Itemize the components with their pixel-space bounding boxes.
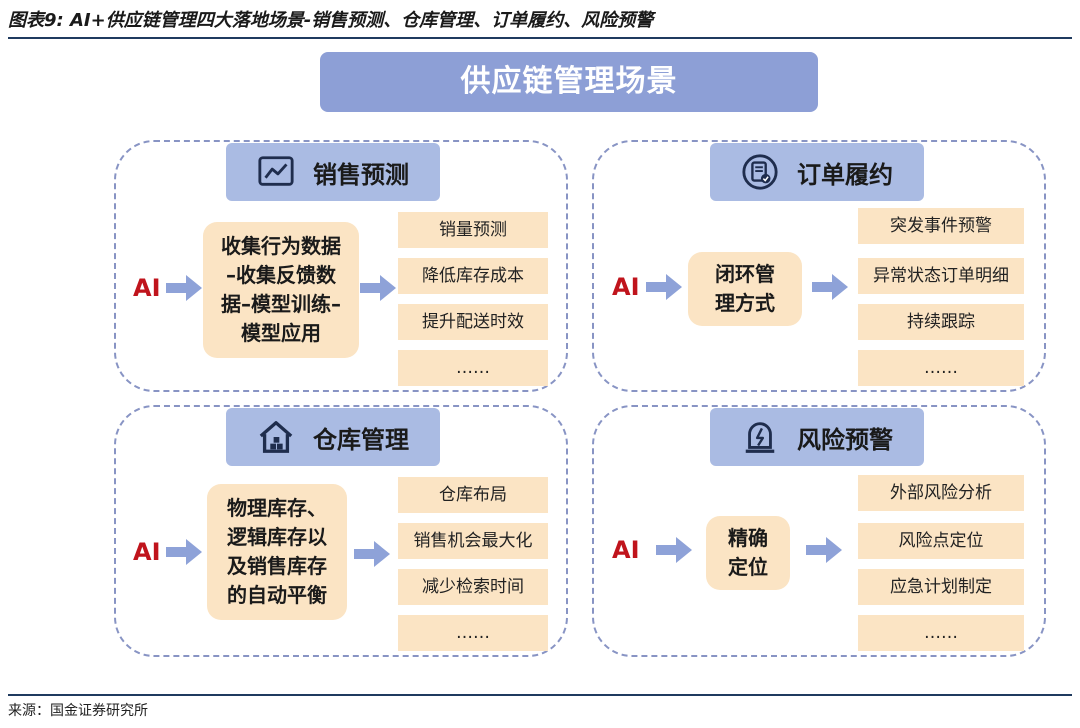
arrow-right-icon [812, 274, 848, 300]
source-rule [8, 694, 1072, 696]
output-item: 应急计划制定 [858, 569, 1024, 605]
process-line: –收集反馈数 [226, 263, 336, 287]
header-warehouse: 仓库管理 [226, 408, 440, 466]
arrow-right-icon [166, 275, 202, 301]
arrow-right-icon [806, 537, 842, 563]
output-item: 外部风险分析 [858, 475, 1024, 511]
ai-label-order: AI [612, 273, 640, 301]
title-rule [8, 37, 1072, 39]
process-line: 定位 [728, 555, 768, 579]
output-item: …… [858, 350, 1024, 386]
arrow-right-icon [360, 275, 396, 301]
header-order: 订单履约 [710, 143, 924, 201]
quadrant-risk [592, 405, 1046, 657]
header-warehouse-label: 仓库管理 [313, 425, 409, 454]
ai-label-warehouse: AI [133, 538, 161, 566]
output-item: 销量预测 [398, 212, 548, 248]
output-item: 突发事件预警 [858, 208, 1024, 244]
process-line: 闭环管 [715, 262, 775, 286]
arrow-right-icon [646, 274, 682, 300]
quadrant-warehouse [114, 405, 568, 657]
source-note: 来源：国金证券研究所 [8, 703, 148, 719]
warehouse-icon [259, 421, 293, 453]
process-line: 物理库存、 [227, 496, 327, 520]
header-sales-label: 销售预测 [313, 160, 409, 189]
output-item: …… [398, 350, 548, 386]
process-line: 及销售库存 [227, 554, 327, 578]
arrow-right-icon [354, 541, 390, 567]
process-line: 逻辑库存以 [227, 525, 327, 549]
ai-label-risk: AI [612, 536, 640, 564]
output-item: 提升配送时效 [398, 304, 548, 340]
figure-title: 图表9: AI+供应链管理四大落地场景-销售预测、仓库管理、订单履约、风险预警 [8, 10, 654, 31]
output-item: 异常状态订单明细 [858, 258, 1024, 294]
process-line: 精确 [728, 526, 768, 550]
output-item: 减少检索时间 [398, 569, 548, 605]
output-item: 持续跟踪 [858, 304, 1024, 340]
checklist-icon [742, 154, 778, 190]
output-item: …… [398, 615, 548, 651]
output-item: 仓库布局 [398, 477, 548, 513]
arrow-right-icon [166, 539, 202, 565]
header-risk-label: 风险预警 [797, 425, 893, 454]
process-line: 据–模型训练– [221, 292, 341, 316]
process-line: 理方式 [715, 291, 775, 315]
process-box-risk: 精确 定位 [706, 516, 790, 590]
main-title: 供应链管理场景 [320, 52, 818, 112]
process-box-sales: 收集行为数据 –收集反馈数 据–模型训练– 模型应用 [203, 222, 359, 358]
output-item: 销售机会最大化 [398, 523, 548, 559]
header-risk: 风险预警 [710, 408, 924, 466]
header-order-label: 订单履约 [797, 160, 893, 189]
process-line: 的自动平衡 [227, 583, 327, 607]
output-item: …… [858, 615, 1024, 651]
ai-label-sales: AI [133, 274, 161, 302]
line-chart-icon [258, 156, 294, 186]
output-item: 降低库存成本 [398, 258, 548, 294]
header-sales: 销售预测 [226, 143, 440, 201]
process-line: 收集行为数据 [221, 234, 341, 258]
quadrant-order [592, 140, 1046, 392]
process-box-warehouse: 物理库存、 逻辑库存以 及销售库存 的自动平衡 [207, 484, 347, 620]
arrow-right-icon [656, 537, 692, 563]
process-line: 模型应用 [241, 321, 321, 345]
process-box-order: 闭环管 理方式 [688, 252, 802, 326]
quadrant-sales [114, 140, 568, 392]
output-item: 风险点定位 [858, 523, 1024, 559]
alarm-icon [745, 422, 775, 453]
